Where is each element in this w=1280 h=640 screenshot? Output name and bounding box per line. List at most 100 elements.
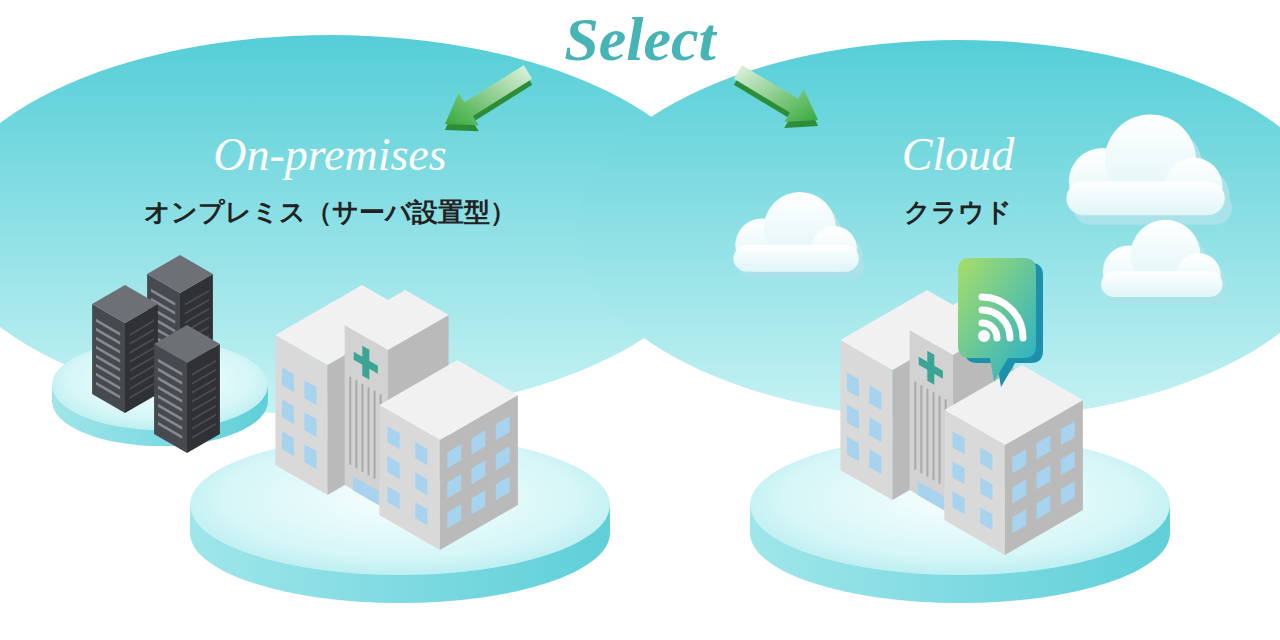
rack-slot	[96, 337, 120, 354]
entrance	[353, 476, 379, 505]
ellipse-region: Cloud クラウド	[576, 40, 1280, 420]
rack-slot	[96, 382, 120, 399]
window	[1037, 495, 1051, 519]
window	[1061, 481, 1075, 505]
text-group: On-premises オンプレミス（サーバ設置型）	[0, 127, 721, 230]
region-subtitle: クラウド	[576, 196, 1280, 230]
window	[447, 444, 461, 468]
rack-slot	[158, 404, 182, 421]
window	[1012, 449, 1026, 473]
facade-stripe	[355, 380, 357, 468]
window	[388, 456, 400, 479]
wifi-dot	[978, 330, 990, 342]
window	[415, 502, 427, 525]
window	[847, 372, 859, 397]
window	[1061, 451, 1075, 475]
rack-slot	[96, 373, 120, 390]
diagram-title: Select	[0, 8, 1280, 70]
rack-slot	[192, 360, 216, 376]
facade-stripe	[374, 391, 376, 479]
facade-stripe	[367, 387, 369, 475]
window	[1037, 465, 1051, 489]
window	[496, 476, 510, 500]
facade-stripe	[920, 385, 922, 473]
rack-slot	[158, 413, 182, 430]
facade-stripe	[926, 389, 928, 477]
rack-slot	[130, 365, 154, 381]
window	[282, 367, 294, 392]
rack-slot	[158, 377, 182, 394]
rack-slot	[158, 395, 182, 412]
rack-top-face	[154, 325, 220, 363]
window	[1012, 509, 1026, 533]
window	[869, 385, 881, 410]
cloud-front	[733, 245, 858, 272]
rack-left-face	[92, 304, 125, 413]
rack-slot	[192, 369, 216, 385]
rack-slot	[130, 347, 154, 363]
window	[447, 504, 461, 528]
window	[415, 472, 427, 495]
rack-slot	[158, 368, 182, 385]
window	[472, 490, 486, 514]
rack-slot	[96, 364, 120, 381]
entrance	[918, 481, 944, 510]
server-rack	[92, 285, 158, 413]
ellipse-outline	[576, 40, 1280, 420]
window	[415, 442, 427, 465]
rack-slot	[96, 355, 120, 372]
facade-stripe	[939, 396, 941, 484]
window	[304, 444, 316, 469]
rack-left-face	[154, 344, 187, 453]
region-subtitle: オンプレミス（サーバ設置型）	[0, 196, 721, 230]
ellipse-shape	[576, 40, 1280, 420]
rack-slot	[185, 299, 209, 315]
window	[1037, 435, 1051, 459]
rack-slot	[192, 414, 216, 430]
ellipse-region: On-premises オンプレミス（サーバ設置型）	[0, 35, 721, 415]
window	[282, 399, 294, 424]
region-title: On-premises	[0, 127, 721, 182]
rack-slot	[130, 356, 154, 372]
facade-stripe	[932, 392, 934, 480]
rack-slot	[130, 338, 154, 354]
facade-stripe	[361, 384, 363, 472]
cloud-front	[1101, 271, 1222, 297]
window	[869, 449, 881, 474]
region-title: Cloud	[576, 127, 1280, 182]
rack-slot	[96, 319, 120, 336]
rack-slot	[158, 359, 182, 376]
rack-slot	[192, 378, 216, 394]
window	[496, 446, 510, 470]
rack-slot	[96, 328, 120, 345]
window	[447, 474, 461, 498]
rack-slot	[130, 329, 154, 345]
window	[472, 430, 486, 454]
text-group: Cloud クラウド	[576, 127, 1280, 230]
window	[472, 460, 486, 484]
window	[1061, 421, 1075, 445]
cross-mark	[354, 352, 378, 374]
rack-slot	[130, 374, 154, 390]
facade-stripe	[914, 382, 916, 470]
window	[847, 436, 859, 461]
rack-right-face	[125, 304, 158, 413]
window	[869, 417, 881, 442]
window	[980, 477, 992, 500]
rack-slot	[185, 290, 209, 306]
rack-slot	[130, 383, 154, 399]
window	[282, 431, 294, 456]
rack-slot	[158, 422, 182, 439]
window	[980, 447, 992, 470]
window	[953, 491, 965, 514]
rack-right-face	[187, 344, 220, 453]
cross-mark	[919, 357, 943, 379]
window	[304, 412, 316, 437]
rack-slot	[192, 387, 216, 403]
window	[980, 507, 992, 530]
window	[1012, 479, 1026, 503]
window	[847, 404, 859, 429]
